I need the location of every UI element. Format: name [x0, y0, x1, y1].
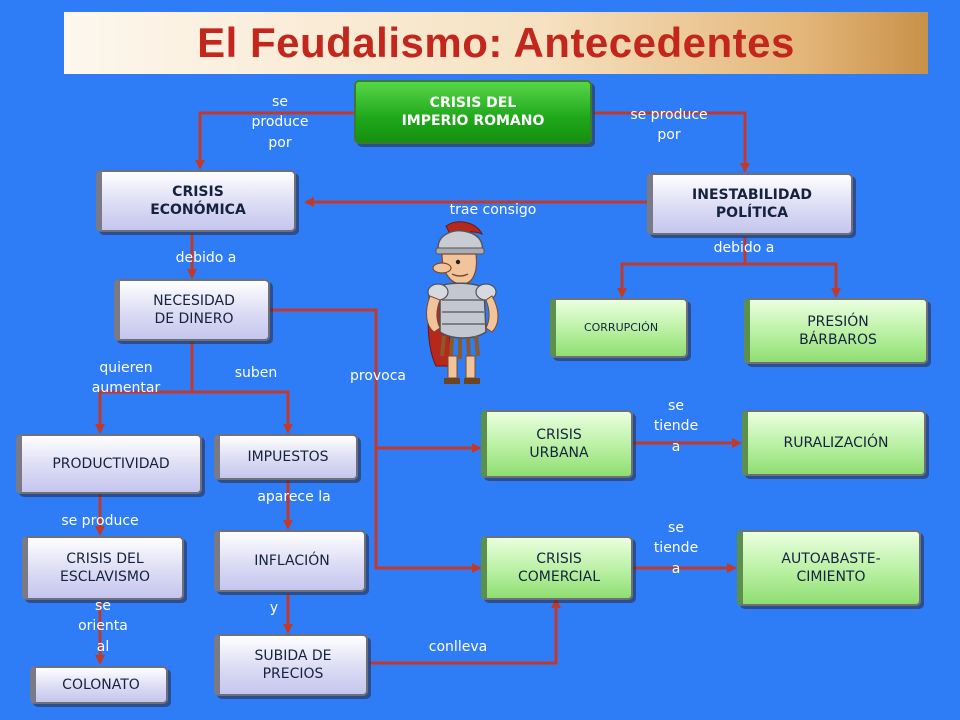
node-colonato[interactable]: COLONATO	[30, 666, 168, 704]
label-se-tiende-a-2: se tiende a	[653, 520, 699, 577]
label-debido-a-right: debido a	[713, 240, 775, 256]
node-autoabastecimiento[interactable]: AUTOABASTE- CIMIENTO	[737, 530, 921, 606]
label-se-tiende-a-1: se tiende a	[653, 398, 699, 455]
title-banner: El Feudalismo: Antecedentes	[64, 12, 928, 74]
label-conlleva: conlleva	[428, 639, 488, 655]
label-quieren-aumentar: quieren aumentar	[91, 360, 161, 397]
node-productividad[interactable]: PRODUCTIVIDAD	[16, 434, 202, 494]
page-title: El Feudalismo: Antecedentes	[197, 19, 795, 66]
node-inestabilidad-politica[interactable]: INESTABILIDAD POLÍTICA	[647, 173, 853, 235]
label-y: y	[269, 600, 279, 616]
edge-imperio-inestabilidad	[594, 111, 750, 173]
label-suben: suben	[234, 365, 278, 381]
edge-imperio-economica	[195, 111, 354, 170]
label-provoca: provoca	[349, 368, 407, 384]
node-subida-precios[interactable]: SUBIDA DE PRECIOS	[214, 634, 368, 696]
node-necesidad-dinero[interactable]: NECESIDAD DE DINERO	[114, 279, 270, 341]
node-crisis-imperio[interactable]: CRISIS DEL IMPERIO ROMANO	[354, 80, 592, 144]
edge-inestabilidad-presion	[745, 262, 841, 298]
edge-inestabilidad-corrupcion	[617, 237, 747, 298]
edge-necesidad-impuestos	[192, 390, 293, 434]
edge-necesidad-productividad	[95, 342, 194, 434]
edge-subida-comercial	[370, 598, 561, 665]
label-se-produce: se produce	[61, 513, 139, 529]
label-se-orienta-al: se orienta al	[78, 598, 128, 655]
roman-soldier-illustration	[426, 221, 499, 384]
label-debido-a-left: debido a	[175, 250, 237, 266]
label-se-produce-por-right: se produce por	[630, 107, 708, 144]
node-crisis-economica[interactable]: CRISIS ECONÓMICA	[96, 170, 296, 232]
node-presion-barbaros[interactable]: PRESIÓN BÁRBAROS	[744, 298, 928, 364]
label-aparece-la: aparece la	[257, 489, 331, 505]
node-crisis-urbana[interactable]: CRISIS URBANA	[481, 410, 633, 478]
node-crisis-esclavismo[interactable]: CRISIS DEL ESCLAVISMO	[22, 536, 184, 600]
edge-necesidad-comercial	[374, 448, 482, 573]
node-ruralizacion[interactable]: RURALIZACIÓN	[742, 410, 926, 476]
node-corrupcion[interactable]: CORRUPCIÓN	[550, 298, 688, 358]
edge-necesidad-urbana	[270, 308, 482, 453]
node-crisis-comercial[interactable]: CRISIS COMERCIAL	[481, 536, 633, 600]
label-se-produce-por-left: se produce por	[251, 94, 309, 151]
node-impuestos[interactable]: IMPUESTOS	[214, 434, 358, 480]
label-trae-consigo: trae consigo	[449, 202, 537, 218]
node-inflacion[interactable]: INFLACIÓN	[214, 530, 366, 592]
